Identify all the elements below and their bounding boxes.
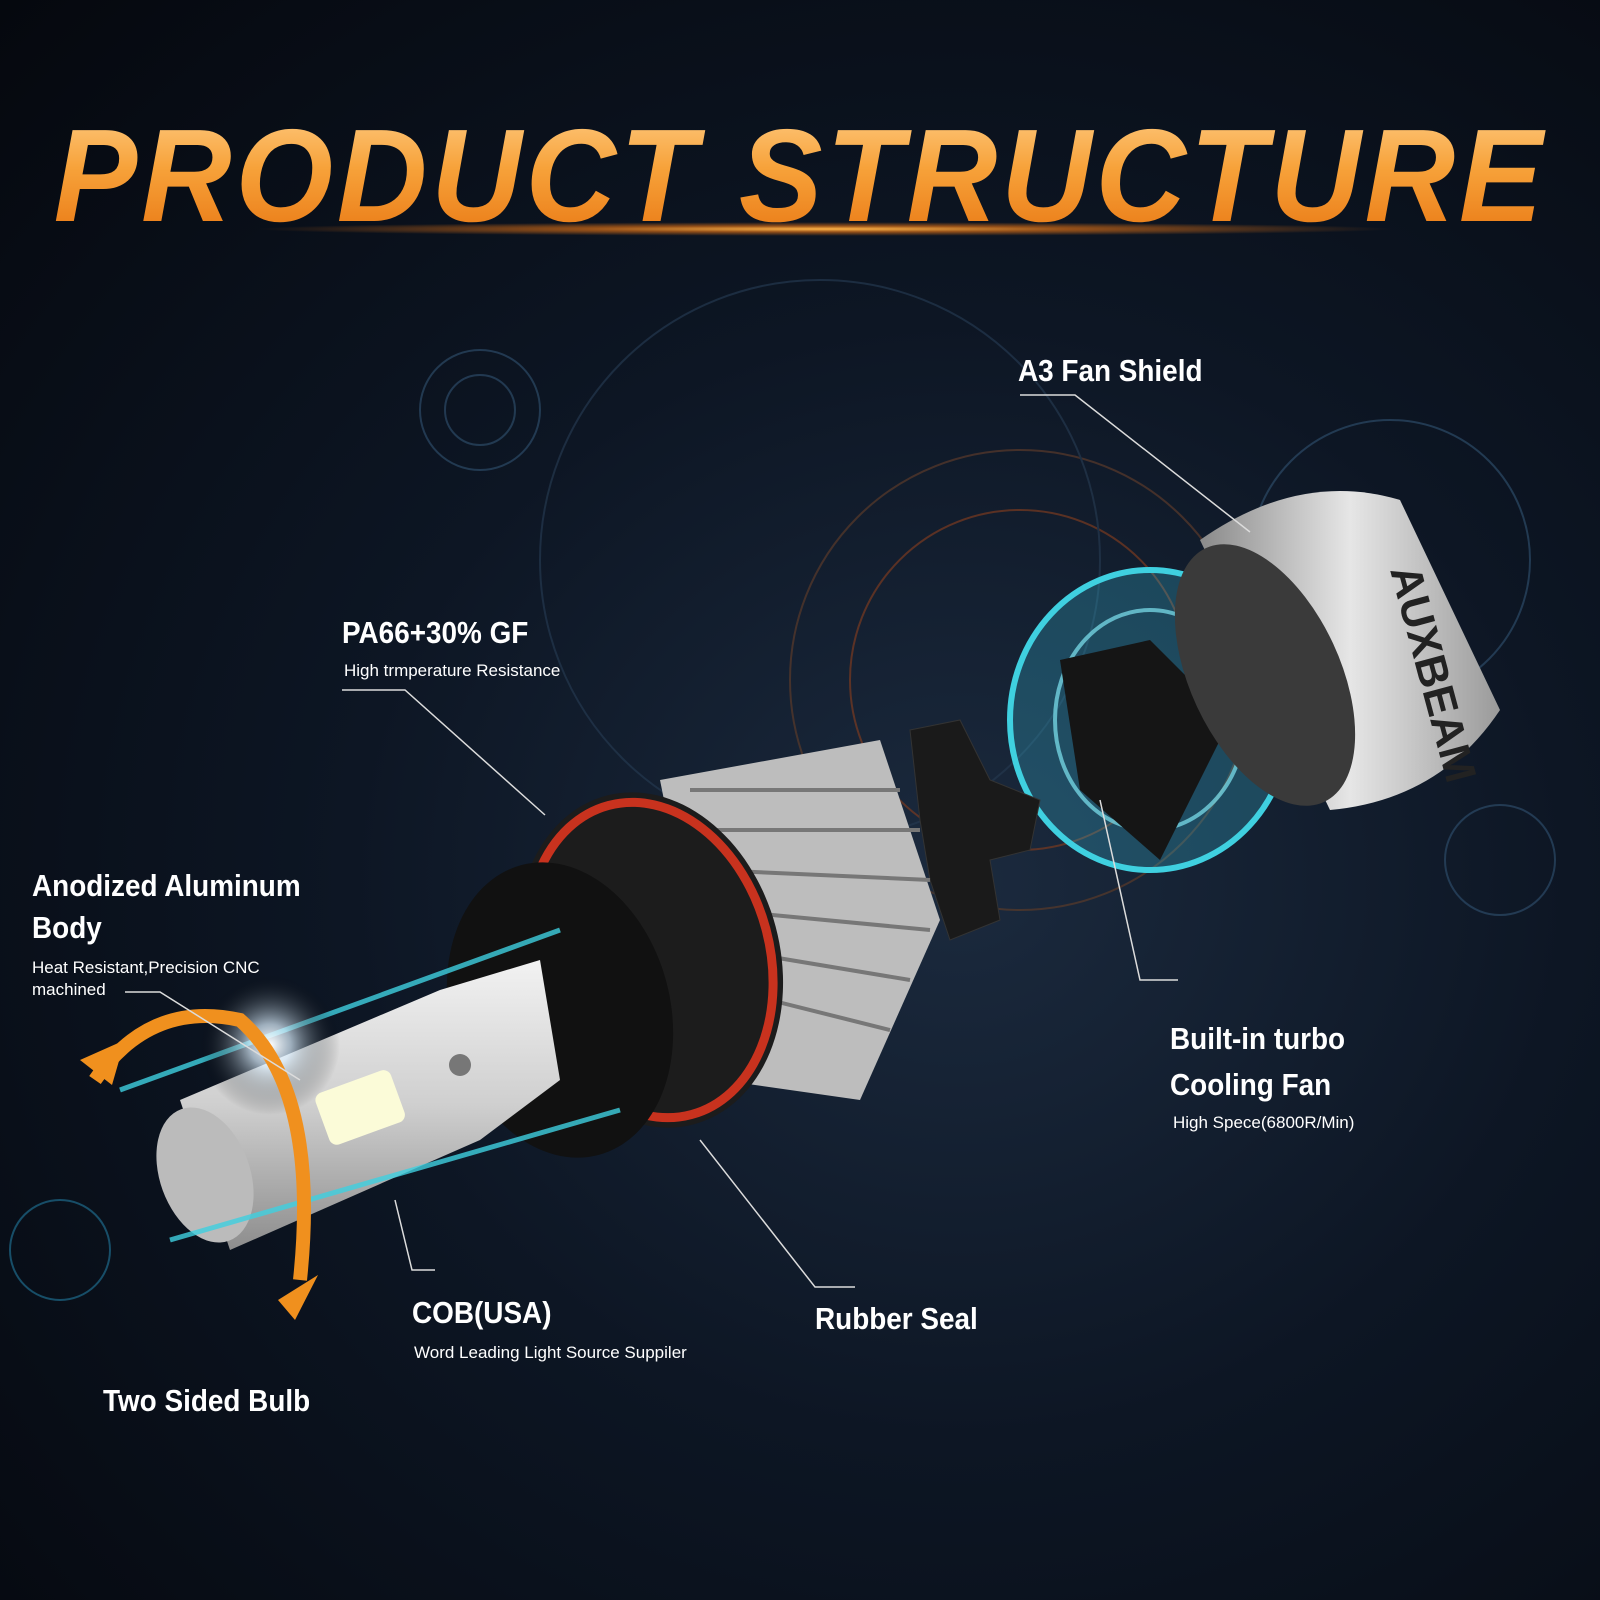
label-aluminum-line1: Anodized Aluminum [32, 868, 301, 903]
label-rubber-seal: Rubber Seal [815, 1301, 978, 1336]
label-pa66: PA66+30% GF [342, 615, 529, 650]
cob-chip [315, 1070, 405, 1145]
label-fan-line2: Cooling Fan [1170, 1067, 1332, 1102]
label-aluminum-line2: Body [32, 910, 102, 945]
label-fan-subtitle: High Spece(6800R/Min) [1173, 1113, 1355, 1132]
label-cob: COB(USA) [412, 1295, 552, 1330]
title-glow [250, 222, 1400, 236]
fan-shield: AUXBEAM [1174, 491, 1500, 810]
label-aluminum-sub2: machined [32, 980, 106, 999]
led-bulb-body [119, 927, 621, 1250]
label-two-sided-bulb: Two Sided Bulb [103, 1383, 311, 1418]
label-fan-line1: Built-in turbo [1170, 1021, 1346, 1056]
label-pa66-subtitle: High trmperature Resistance [344, 661, 561, 680]
label-aluminum-sub1: Heat Resistant,Precision CNC [32, 958, 260, 977]
rotation-arrow-icon [89, 1009, 311, 1281]
leader-lines [125, 394, 1251, 1288]
label-fan-shield: A3 Fan Shield [1018, 353, 1203, 388]
label-cob-subtitle: Word Leading Light Source Suppiler [414, 1343, 687, 1362]
mount-adapter [909, 719, 1041, 941]
